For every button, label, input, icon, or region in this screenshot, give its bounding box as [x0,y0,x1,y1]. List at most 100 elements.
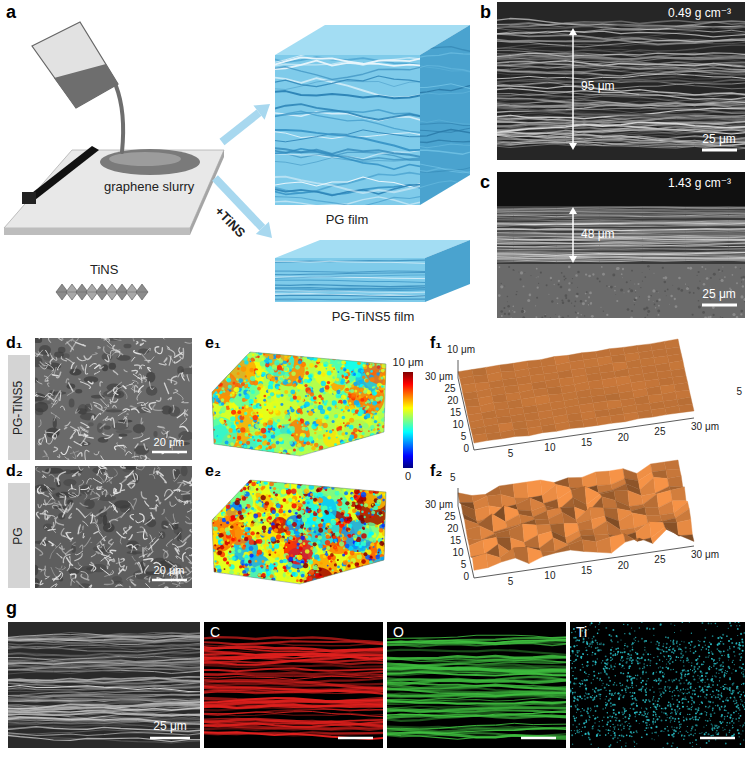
wrinkle [58,455,60,458]
sem-grain [546,284,548,286]
height-speck [286,352,288,354]
height-speck [218,378,220,380]
sem-grain [581,314,582,315]
height-speck [232,453,236,457]
sem-shadow [84,376,99,383]
height-speck [258,413,263,418]
sem-shadow [58,347,66,354]
wrinkle [93,479,102,484]
wrinkle [129,502,134,510]
sem-grain [644,317,646,318]
sem-grain [504,285,506,287]
layer-line [415,150,475,154]
wrinkle [66,533,73,539]
layer-line [275,149,420,170]
sem-grain [648,295,651,298]
wrinkle [75,554,83,561]
wrinkle [50,550,54,559]
sem-grain [568,289,571,292]
height-speck [305,395,307,397]
height-speck [258,428,260,430]
layer-line [497,88,745,99]
sem-shadow [119,433,128,436]
wrinkle [58,472,66,481]
wrinkle [110,520,118,522]
height-speck [242,407,244,409]
height-speck [343,422,345,424]
wrinkle [137,531,144,533]
wrinkle [78,563,81,567]
thickness-arrow-head [569,256,577,263]
height-speck [379,370,381,372]
slurry-stream [116,86,123,152]
wrinkle [131,544,140,552]
wrinkle [121,489,124,491]
height-speck [232,382,235,385]
layer-line [275,289,425,290]
wrinkle [45,380,49,381]
wrinkle [68,489,76,491]
height-speck [218,364,221,367]
wrinkle [39,365,47,370]
sem-grain [703,283,706,286]
sem-grain [562,301,564,303]
wrinkle [184,501,187,505]
doctor-blade [28,146,99,200]
sem-grain [702,311,705,314]
sem-grain [510,317,512,318]
height-speck [336,425,338,427]
height-speck [351,393,357,399]
height-speck [254,372,256,374]
wrinkle [116,585,122,586]
wrinkle [107,473,111,484]
wrinkle [66,549,73,554]
height-speck [245,405,248,408]
wrinkle [169,356,171,365]
sem-grain [508,313,511,316]
height-speck [375,407,379,411]
wrinkle [182,373,185,381]
sem-grain [540,272,542,274]
sem-grain [499,266,501,268]
height-speck [305,421,310,426]
wrinkle [148,367,151,371]
height-speck [295,414,298,417]
scale-bar [702,149,737,152]
wrinkle [141,492,146,499]
height-speck [276,441,280,445]
layer-line [497,245,745,247]
height-speck [381,437,385,441]
wrinkle [145,501,149,506]
sem-grain [692,314,694,316]
height-speck [245,450,247,452]
wrinkle [180,427,188,432]
wrinkle [54,447,58,452]
sem-grain [655,316,657,318]
height-speck [314,375,317,378]
wrinkle [113,491,116,497]
height-speck [374,420,377,423]
wrinkle [42,540,45,545]
layer-line [415,181,475,189]
wrinkle [81,571,88,578]
sem-shadow [116,355,130,361]
height-speck [383,436,388,441]
height-speck [336,447,338,449]
clipped-group [200,340,401,468]
height-speck [267,409,269,411]
wrinkle [144,563,145,566]
height-speck [384,429,388,433]
sem-grain [645,307,648,310]
sem-grain [693,292,695,294]
height-speck [349,451,354,456]
sem-shadow [84,499,95,509]
layer-line [275,58,420,70]
wrinkle [56,566,62,569]
sem-background [497,172,745,208]
height-speck [363,365,367,369]
wrinkle [159,364,166,365]
height-speck [386,372,388,374]
height-speck [235,392,237,394]
wrinkle [174,474,180,481]
sem-grain [724,276,726,278]
